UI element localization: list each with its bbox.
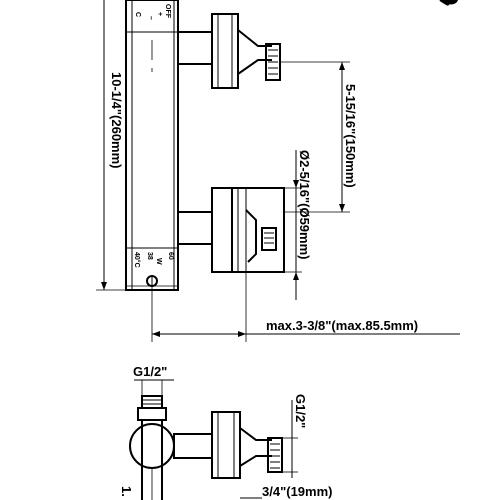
lower-inlet-connection	[177, 187, 285, 273]
dimension-thread-top: G1/2"	[133, 364, 174, 396]
marking-temp-40: 40°C	[133, 252, 141, 268]
marking-plus: +	[156, 12, 163, 16]
marking-minus: –	[147, 16, 154, 20]
temperature-knob-symbol	[146, 275, 158, 287]
thread-top-label: G1/2"	[133, 364, 167, 379]
side-view	[129, 395, 283, 500]
max-depth-label: max.3-3/8"(max.85.5mm)	[266, 318, 418, 333]
body-top-markings: C OFF + –	[134, 4, 171, 20]
marking-mode: W	[155, 258, 162, 265]
center-distance-label: 5-15/16"(150mm)	[343, 84, 358, 188]
dimension-diameter: Ø2-5/16"(Ø59mm)	[284, 150, 312, 300]
dimension-thread-side: G1/2"	[282, 394, 308, 478]
diameter-label: Ø2-5/16"(Ø59mm)	[297, 150, 312, 259]
marking-cold: C	[134, 12, 141, 17]
mixer-body	[125, 0, 179, 291]
total-height-label: 10-1/4"(260mm)	[109, 72, 124, 169]
marking-60: 60	[167, 252, 174, 260]
marking-off: OFF	[164, 4, 171, 19]
thread-side-label: G1/2"	[293, 394, 308, 428]
upper-outlet-connection	[177, 13, 281, 89]
dimension-total-height: 10-1/4"(260mm)	[96, 0, 126, 291]
dimension-max-depth: max.3-3/8"(max.85.5mm)	[151, 272, 460, 342]
cut-dimension-fragment: 1.	[119, 486, 134, 497]
body-bottom-markings: 40°C 38 W 60	[133, 252, 174, 268]
marking-38: 38	[146, 252, 153, 260]
offset-label: 3/4"(19mm)	[262, 484, 332, 499]
corner-fragment	[439, 0, 458, 6]
dimension-center-distance: 5-15/16"(150mm)	[280, 61, 358, 213]
dimension-offset: 3/4"(19mm)	[151, 468, 332, 500]
